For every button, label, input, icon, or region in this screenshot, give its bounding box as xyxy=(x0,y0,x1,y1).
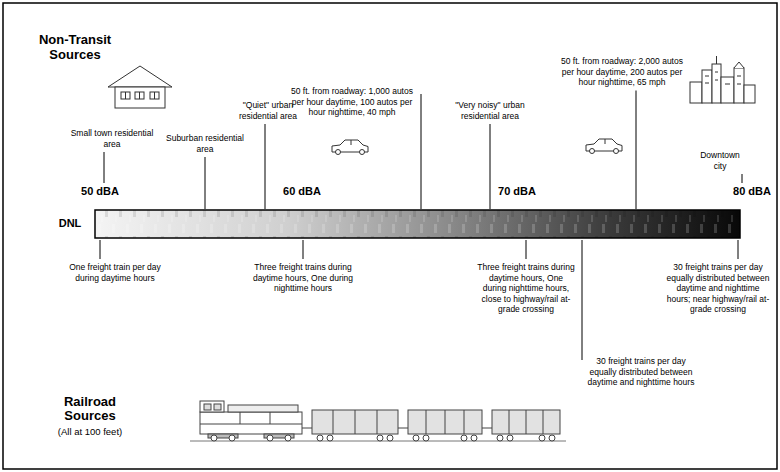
leader-line xyxy=(582,240,583,360)
section-heading: Railroad Sources xyxy=(50,395,130,423)
leader-line xyxy=(738,240,739,259)
leader-line xyxy=(490,124,491,209)
traffic-note: 50 ft. from roadway: 2,000 autos per hou… xyxy=(561,56,683,88)
railroad-note: Three freight trains during daytime hour… xyxy=(477,262,575,315)
leader-line xyxy=(421,94,422,209)
leader-line xyxy=(636,91,637,210)
area-label: "Quiet" urban residential area xyxy=(228,100,308,121)
scale-value: 80 dBA xyxy=(730,185,774,198)
leader-line xyxy=(265,124,266,209)
scale-value: 60 dBA xyxy=(277,185,327,198)
railroad-note: Three freight trains during daytime hour… xyxy=(251,262,355,294)
scale-value: 50 dBA xyxy=(75,185,125,198)
traffic-note: 50 ft. from roadway: 1,000 autos per hou… xyxy=(287,86,417,118)
leader-line xyxy=(100,240,101,259)
area-label: Suburban residential area xyxy=(165,133,245,154)
axis-name: DNL xyxy=(50,217,90,230)
leader-line xyxy=(742,174,743,183)
leader-line xyxy=(104,152,105,183)
frame xyxy=(3,3,777,469)
leader-line xyxy=(526,240,527,259)
car-icon xyxy=(586,139,622,154)
area-label: "Very noisy" urban residential area xyxy=(448,100,532,121)
scale-value: 70 dBA xyxy=(492,185,542,198)
leader-line xyxy=(303,240,304,259)
house-icon xyxy=(108,66,172,108)
section-heading: Non-Transit Sources xyxy=(29,32,121,62)
area-label: Small town residential area xyxy=(67,128,157,149)
railroad-note: 30 freight trains per day equally distri… xyxy=(666,262,770,315)
city-icon xyxy=(690,56,755,103)
railroad-note: One freight train per day during daytime… xyxy=(59,262,171,283)
section-subheading: (All at 100 feet) xyxy=(35,426,145,438)
car-icon xyxy=(332,140,368,155)
freight-train xyxy=(190,401,566,441)
area-label: Downtown city xyxy=(694,150,746,171)
railroad-note: 30 freight trains per day equally distri… xyxy=(586,356,696,388)
dnl-bar xyxy=(95,210,740,238)
leader-line xyxy=(205,157,206,209)
